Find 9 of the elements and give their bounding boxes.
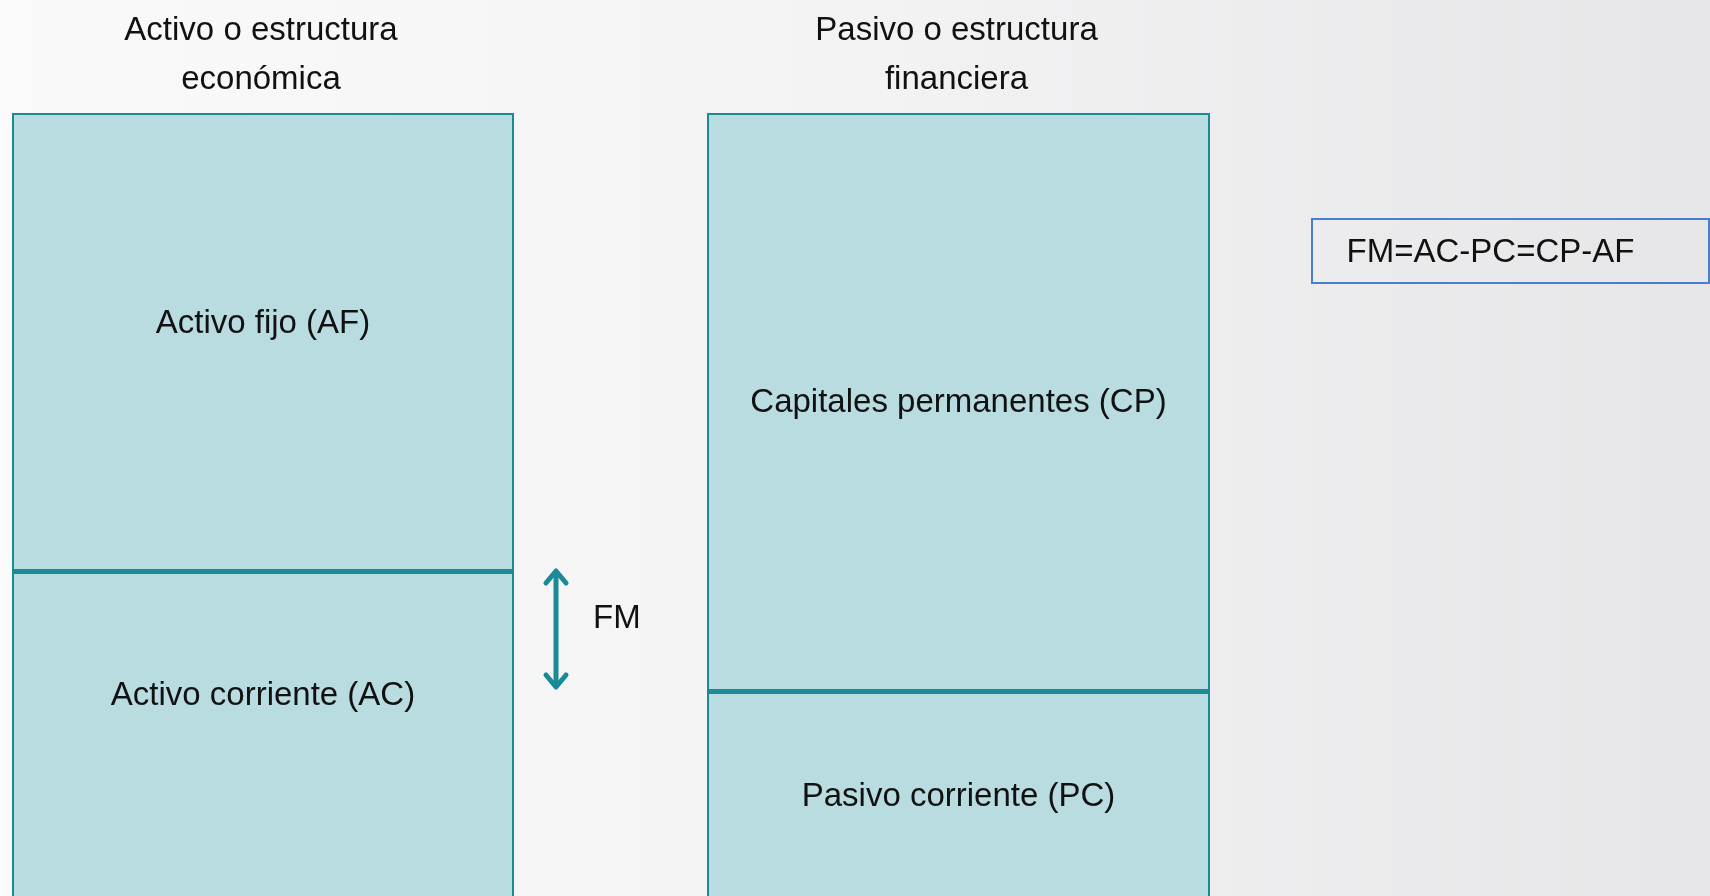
formula-box <box>1311 218 1710 284</box>
section-label: Capitales permanentes (CP) <box>750 381 1167 421</box>
section-label: Activo corriente (AC) <box>110 674 416 714</box>
section-label: Activo fijo (AF) <box>155 302 371 342</box>
section-label: Pasivo corriente (PC) <box>801 775 1116 815</box>
formula-text: FM=AC-PC=CP-AF <box>1346 232 1635 270</box>
dimension-label: FM <box>593 598 641 636</box>
column-heading: Pasivo o estructura financiera <box>814 9 1099 98</box>
column-heading: Activo o estructura económica <box>123 9 399 98</box>
